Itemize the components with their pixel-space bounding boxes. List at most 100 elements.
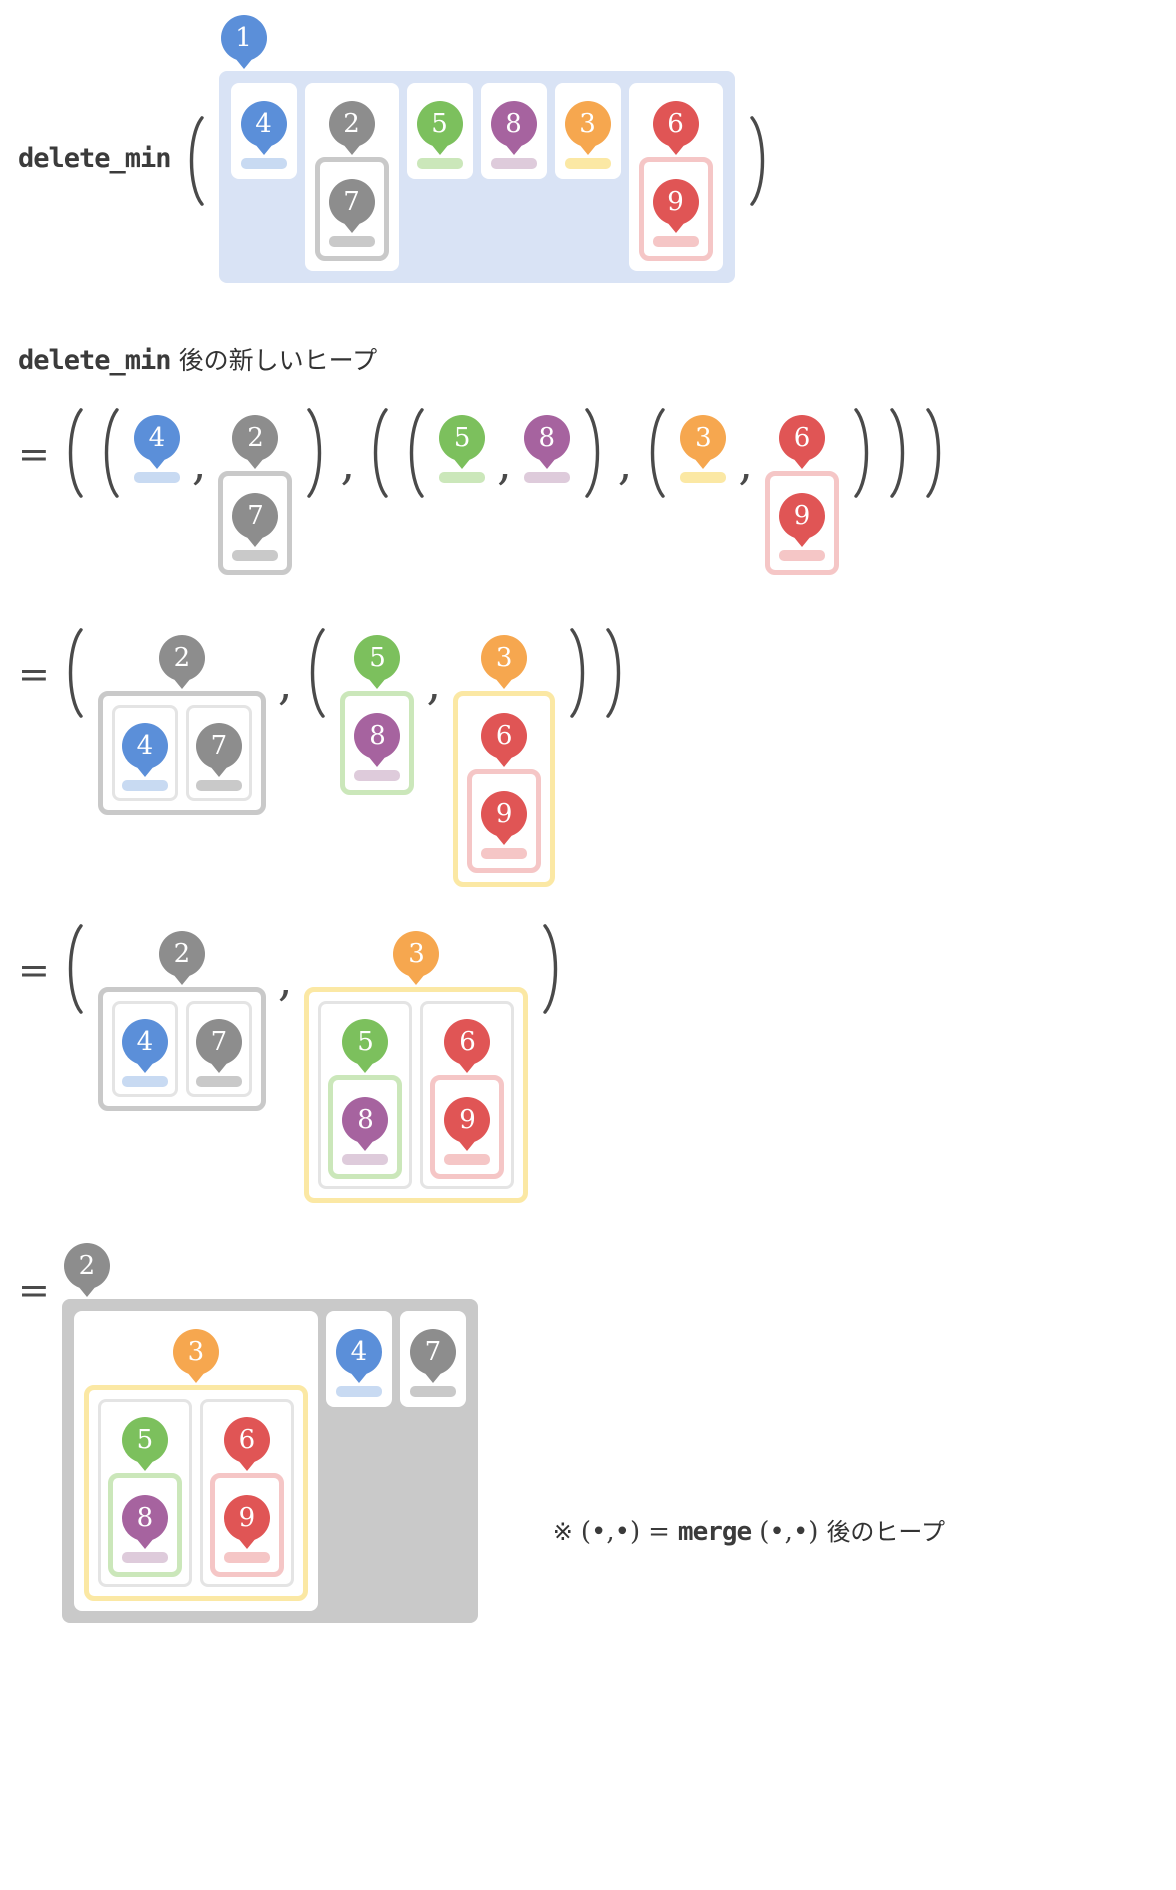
node-3-tail-icon: [694, 458, 713, 469]
node-3-pin: 3: [172, 1329, 219, 1383]
node-4-tail-icon: [135, 1062, 154, 1073]
node-9-base: [778, 550, 825, 561]
node-9-circle: 9: [223, 1495, 270, 1541]
node-6-tail-icon: [666, 144, 685, 155]
node-4-circle: 4: [121, 723, 168, 769]
node-8-base: [342, 1154, 389, 1165]
node-4-circle: 4: [121, 1019, 168, 1065]
node-3-pin: 3: [481, 635, 528, 689]
node-6-tail-icon: [495, 756, 514, 767]
node-3-label: 3: [579, 109, 596, 139]
node-4-circle: 4: [335, 1329, 382, 1375]
node-3-label: 3: [495, 643, 513, 673]
node-2-tail-icon: [77, 1286, 96, 1297]
subtree-card: 7: [185, 1001, 252, 1097]
node-3-circle: 3: [564, 101, 611, 147]
merge-footnote: ※ (•,•) = merge (•,•) 後のヒープ: [553, 1512, 945, 1547]
comma: ,: [277, 656, 293, 710]
footnote-pair-left: (•,•): [580, 1517, 641, 1547]
node-9-label: 9: [238, 1503, 256, 1533]
node-9-circle: 9: [481, 791, 528, 837]
node-9-label: 9: [793, 501, 811, 531]
node-9-circle: 9: [444, 1097, 491, 1143]
node-1-pin: 1: [220, 15, 267, 69]
paren-open: [183, 115, 207, 207]
node-4-pin: 4: [240, 101, 287, 155]
footnote-mark: ※: [552, 1518, 573, 1546]
node-3-label: 3: [187, 1337, 205, 1367]
heap-tree-4: 4: [240, 101, 287, 169]
node-6-tail-icon: [237, 1460, 256, 1471]
node-7-base: [195, 1076, 242, 1087]
paren-close: [304, 407, 328, 499]
node-9-label: 9: [667, 187, 684, 217]
subtree-card: 4: [111, 705, 178, 801]
node-4-pin: 4: [133, 415, 180, 469]
subtitle-text: 後の新しいヒープ: [178, 346, 378, 375]
node-5-tail-icon: [368, 678, 387, 689]
node-5-label: 5: [357, 1027, 374, 1057]
node-5-children-box: 8: [107, 1473, 182, 1577]
paren-open: [62, 923, 86, 1015]
paren-open: [367, 407, 391, 499]
node-7-pin: 7: [195, 1019, 242, 1073]
footnote-merge-label: merge: [677, 1517, 752, 1547]
node-7-base: [409, 1386, 456, 1397]
node-5-label: 5: [136, 1425, 154, 1455]
comma: ,: [738, 436, 753, 490]
node-9-label: 9: [495, 799, 513, 829]
equals-sign: =: [18, 432, 50, 476]
node-8-tail-icon: [356, 1140, 375, 1151]
node-7-base: [195, 780, 242, 791]
node-6-label: 6: [459, 1027, 476, 1057]
node-8-label: 8: [505, 109, 522, 139]
node-4-pin: 4: [335, 1329, 382, 1383]
node-7-tail-icon: [209, 1062, 228, 1073]
node-9-tail-icon: [237, 1538, 256, 1549]
node-6-label: 6: [667, 109, 684, 139]
delete-min-label: delete_min: [18, 143, 172, 174]
node-2-pin: 2: [63, 1243, 110, 1297]
node-4-base: [240, 158, 287, 169]
node-3-tail-icon: [407, 974, 426, 985]
node-1-circle: 1: [220, 15, 267, 61]
node-6-children-box: 9: [764, 471, 839, 575]
node-5-circle: 5: [121, 1417, 168, 1463]
node-6-pin: 6: [223, 1417, 270, 1471]
node-8-circle: 8: [342, 1097, 389, 1143]
node-5-base: [416, 158, 463, 169]
node-7-tail-icon: [423, 1372, 442, 1383]
comma: ,: [617, 436, 633, 490]
node-3-circle: 3: [680, 415, 727, 461]
node-9-base: [444, 1154, 491, 1165]
node-7-pin: 7: [409, 1329, 456, 1383]
node-1-label: 1: [235, 23, 252, 53]
node-7-circle: 7: [409, 1329, 456, 1375]
node-3-tail-icon: [186, 1372, 205, 1383]
node-2-label: 2: [78, 1251, 96, 1281]
paren-close: [851, 407, 875, 499]
paren-open: [98, 407, 122, 499]
node-2-label: 2: [343, 109, 360, 139]
node-9-tail-icon: [458, 1140, 477, 1151]
node-9-pin: 9: [444, 1097, 491, 1151]
node-6-tail-icon: [458, 1062, 477, 1073]
heap-tree-7: 7: [409, 1329, 456, 1397]
node-6-pin: 6: [444, 1019, 491, 1073]
node-4-base: [335, 1386, 382, 1397]
heap-tree-9: 9: [481, 791, 528, 859]
node-2-circle: 2: [158, 635, 205, 681]
subtree-card: 5: [406, 83, 473, 179]
footnote-suffix: 後のヒープ: [826, 1518, 945, 1546]
node-9-tail-icon: [666, 222, 685, 233]
